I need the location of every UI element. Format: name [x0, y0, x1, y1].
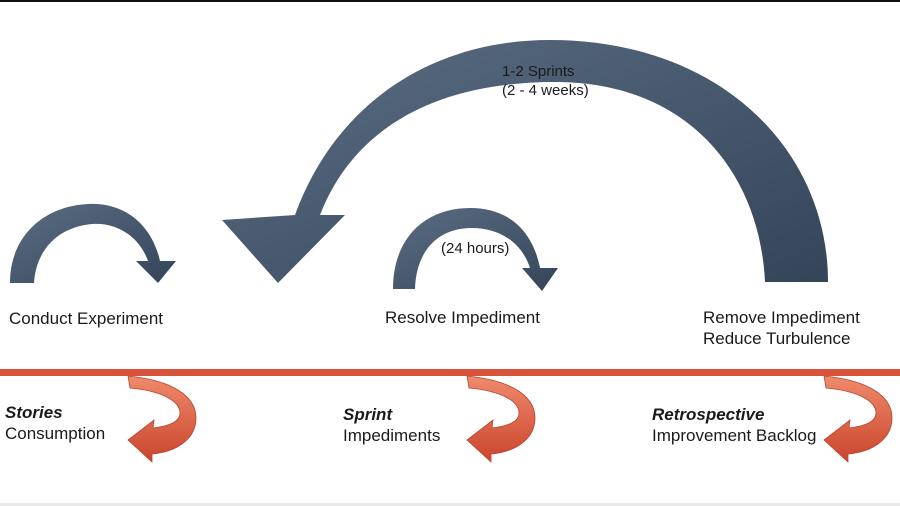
feedback-item-sprint: Sprint Impediments [343, 404, 440, 446]
conduct-experiment-label: Conduct Experiment [9, 309, 164, 328]
feedback-description: Impediments [343, 426, 441, 445]
feedback-description: Consumption [5, 424, 106, 443]
return-loop-arrow-3 [823, 375, 893, 463]
large-loop-arrow [222, 40, 828, 283]
small-loop-arrow [10, 203, 176, 283]
medium-loop-arrow [393, 208, 558, 291]
divider-line [0, 369, 900, 376]
feedback-description: Improvement Backlog [652, 426, 817, 445]
remove-impediment-label: Remove Impediment Reduce Turbulence [703, 307, 860, 349]
feedback-item-retrospective: Retrospective Improvement Backlog [652, 404, 816, 446]
reduce-turbulence-text: Reduce Turbulence [703, 329, 851, 348]
bottom-border [0, 503, 900, 506]
feedback-term: Sprint [343, 405, 393, 424]
large-loop-label-line2: (2 - 4 weeks) [502, 82, 589, 99]
feedback-term: Stories [5, 403, 63, 422]
return-loop-arrow-2 [466, 375, 536, 463]
feedback-term: Retrospective [652, 405, 765, 424]
top-border [0, 0, 900, 2]
large-loop-label: 1-2 Sprints (2 - 4 weeks) [502, 62, 589, 100]
return-loop-arrow-1 [127, 375, 197, 463]
remove-impediment-text: Remove Impediment [703, 308, 860, 327]
medium-loop-label: (24 hours) [441, 240, 510, 257]
resolve-impediment-label: Resolve Impediment [385, 308, 540, 327]
feedback-item-stories: Stories Consumption [5, 402, 105, 444]
large-loop-label-line1: 1-2 Sprints [502, 63, 575, 80]
